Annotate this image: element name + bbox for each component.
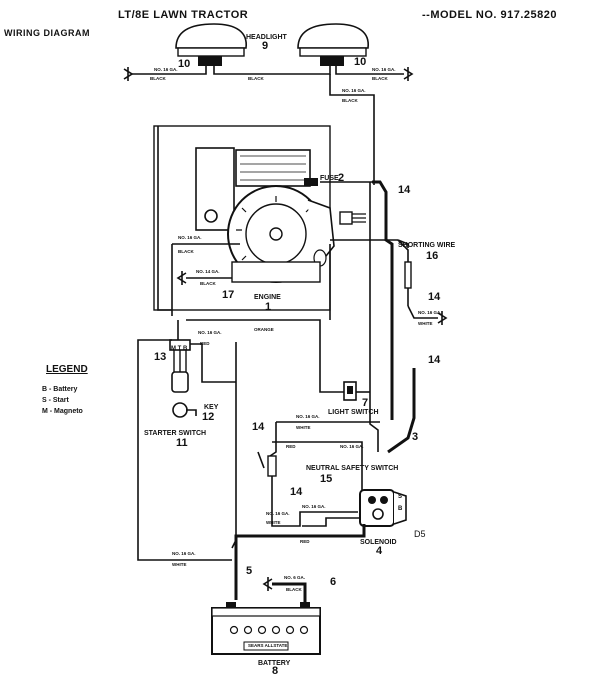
- nss-wire-color: RED: [286, 444, 296, 449]
- engine-number: 1: [265, 301, 272, 313]
- ground-wire-gauge: NO. 14 GA.: [196, 269, 220, 274]
- diagram-title: LT/8E LAWN TRACTOR: [118, 9, 249, 21]
- solenoid-terminal-b: B: [398, 506, 403, 512]
- battery-label: BATTERY: [258, 660, 291, 667]
- headlight-wires: [123, 66, 414, 185]
- engine-body: [153, 125, 366, 311]
- fuse-label: FUSE: [320, 175, 339, 182]
- d5-mark: D5: [414, 529, 426, 539]
- shorting-wire-number: 16: [426, 250, 439, 262]
- light-switch: [343, 381, 370, 401]
- wire-label-color-mid: BLACK: [248, 76, 264, 81]
- wire-label-color-right: BLACK: [372, 76, 388, 81]
- starter-switch: [137, 339, 236, 561]
- legend-item-magneto: M - Magneto: [42, 408, 83, 415]
- solenoid-terminal-s: S: [398, 494, 403, 500]
- orange-wire-color: ORANGE: [254, 327, 274, 332]
- battery-pos-wire-gauge: NO. 16 GA.: [172, 551, 196, 556]
- ground-cable-color: BLACK: [286, 587, 302, 592]
- starter-terminal-callout: 13: [154, 351, 167, 363]
- harness-callout-3: 3: [412, 431, 419, 443]
- engine-ground-callout: 17: [222, 289, 235, 301]
- neutral-safety-number: 15: [320, 473, 333, 485]
- battery-cable-callout-5: 5: [246, 565, 253, 577]
- solenoid-wire-callout: 14: [290, 486, 303, 498]
- legend-item-battery: B - Battery: [42, 386, 78, 393]
- engine-label: ENGINE: [254, 294, 281, 301]
- shorting-wire-color: WHITE: [418, 321, 433, 326]
- nss-wire-gauge: NO. 16 GA.: [340, 444, 364, 449]
- callout-10-right: 10: [354, 56, 367, 68]
- ground-wire-color: BLACK: [200, 281, 216, 286]
- neutral-switch-callout: 14: [252, 421, 265, 433]
- ground-cable-callout-6: 6: [330, 576, 337, 588]
- terminal-letters: M T B: [171, 346, 188, 352]
- battery-body: [211, 602, 321, 655]
- battery-number: 8: [272, 665, 279, 677]
- shorting-wire-lead: [397, 239, 448, 325]
- battery-brand: SEARS ALLSTATE: [248, 643, 288, 648]
- wire-label-color-left: BLACK: [150, 76, 166, 81]
- diagram-subtitle: WIRING DIAGRAM: [4, 28, 90, 38]
- light-switch-number: 7: [362, 397, 369, 409]
- wire-label-gauge-lead: NO. 16 GA.: [342, 88, 366, 93]
- engine-to-switch-wires: [157, 126, 346, 393]
- wire-label-gauge-left: NO. 16 GA.: [154, 67, 178, 72]
- shorting-wire-label: SHORTING WIRE: [398, 242, 456, 249]
- red-wire-color-top: RED: [200, 341, 210, 346]
- headlight-number: 9: [262, 40, 269, 52]
- model-number: --MODEL NO. 917.25820: [422, 9, 558, 21]
- headlight-label: HEADLIGHT: [246, 34, 287, 41]
- solenoid-label: SOLENOID: [360, 539, 397, 546]
- red-wire-color-lower: RED: [300, 539, 310, 544]
- key-label: KEY: [204, 404, 219, 411]
- neutral-safety-label: NEUTRAL SAFETY SWITCH: [306, 465, 399, 472]
- light-switch-wire-gauge: NO. 16 GA.: [296, 414, 320, 419]
- callout-10-left: 10: [178, 58, 191, 70]
- shorting-wire-gauge: NO. 16 GA.: [418, 310, 442, 315]
- ground-cable-gauge: NO. 6 GA.: [284, 575, 306, 580]
- engine-ground-wire: [176, 271, 232, 285]
- starter-switch-number: 11: [176, 437, 188, 449]
- solenoid-number: 4: [376, 545, 383, 557]
- starter-to-solenoid-wires: [231, 342, 380, 549]
- engine-wire-color: BLACK: [178, 249, 194, 254]
- red-wire-gauge-lower: NO. 16 GA.: [302, 504, 326, 509]
- engine-wire-gauge: NO. 16 GA.: [178, 235, 202, 240]
- solenoid: [234, 489, 407, 600]
- harness-callout-right: 14: [428, 354, 441, 366]
- key-number: 12: [202, 411, 215, 423]
- fuse-number: 2: [338, 172, 345, 184]
- headlight-left: [175, 23, 247, 66]
- orange-wire-gauge: NO. 16 GA.: [198, 330, 222, 335]
- main-harness: [329, 180, 416, 454]
- legend-item-start: S - Start: [42, 397, 69, 404]
- legend-heading: LEGEND: [46, 364, 88, 375]
- battery-ground-wire: [262, 577, 307, 602]
- harness-callout-top: 14: [398, 184, 411, 196]
- starter-switch-label: STARTER SWITCH: [144, 430, 207, 437]
- fuse: [304, 178, 372, 186]
- light-switch-wire-color: WHITE: [296, 425, 311, 430]
- wire-label-color-lead: BLACK: [342, 98, 358, 103]
- headlight-right: [297, 23, 369, 66]
- white-wire-gauge: NO. 16 GA.: [266, 511, 290, 516]
- light-switch-label: LIGHT SWITCH: [328, 409, 379, 416]
- shorting-wire-callout: 14: [428, 291, 441, 303]
- white-wire-color: WHITE: [266, 520, 281, 525]
- wire-label-gauge-right: NO. 16 GA.: [372, 67, 396, 72]
- battery-pos-wire-color: WHITE: [172, 562, 187, 567]
